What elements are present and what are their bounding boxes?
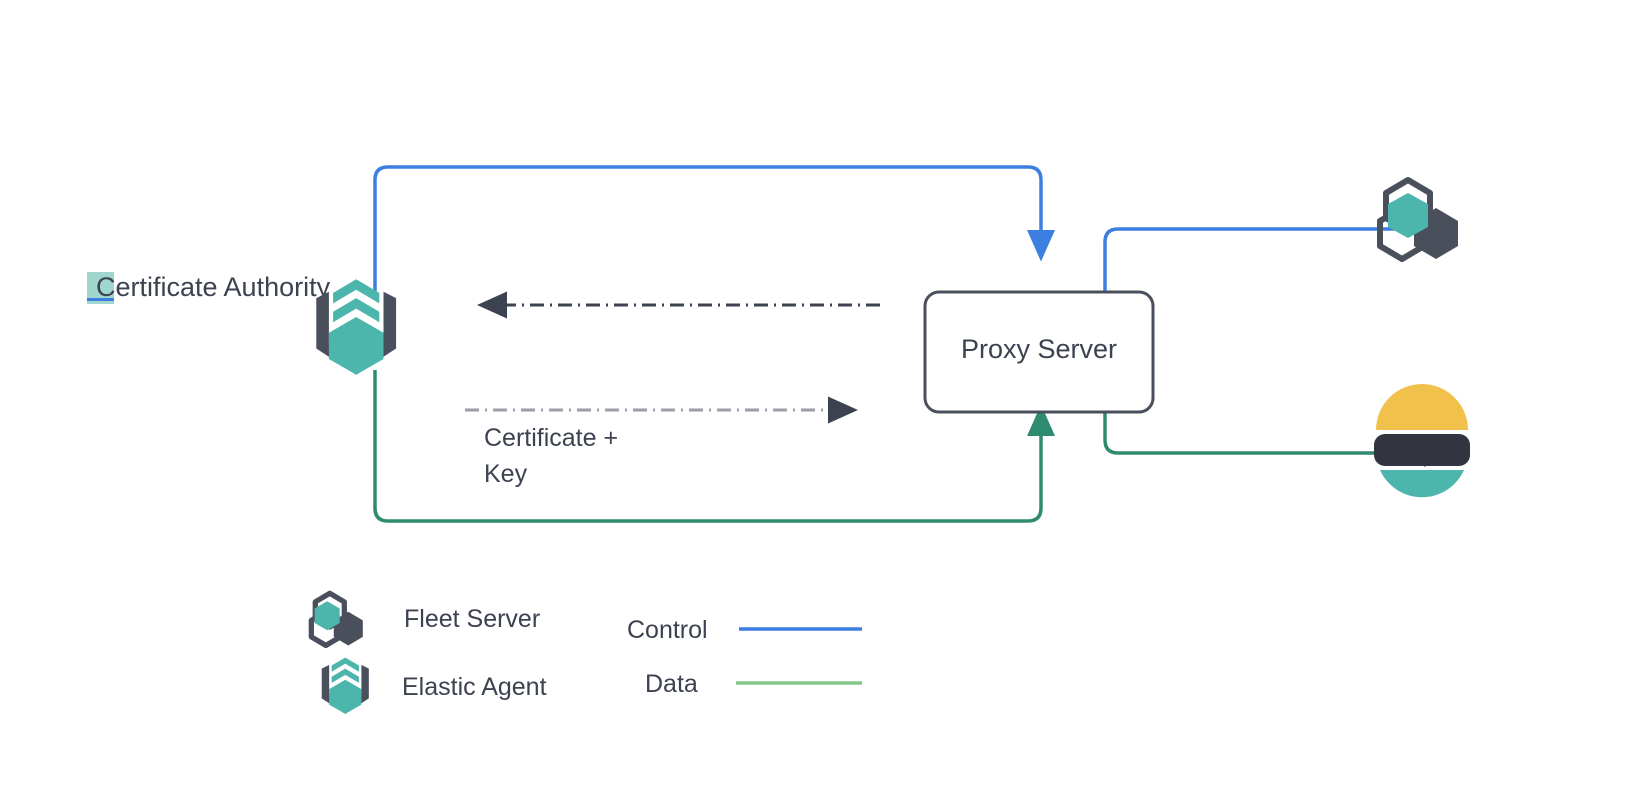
- legend: Fleet Server Elastic Agent Control Data: [308, 590, 862, 714]
- edge-proxy-to-fleet-control: [1103, 215, 1454, 350]
- fleet-server-icon: [1377, 177, 1458, 262]
- legend-item-fleet-server: Fleet Server: [308, 590, 540, 649]
- legend-elastic-agent-label: Elastic Agent: [402, 673, 547, 701]
- edge-agent-to-proxy-control: [373, 165, 1055, 300]
- node-certificate-authority[interactable]: Certificate Authority: [87, 272, 397, 375]
- legend-fleet-server-label: Fleet Server: [404, 605, 540, 633]
- node-proxy-server[interactable]: Proxy Server: [923, 290, 1155, 414]
- edge-agent-to-proxy-data: [373, 370, 1055, 523]
- elastic-agent-icon: [321, 657, 369, 714]
- proxy-server-label: Proxy Server: [961, 334, 1117, 364]
- elastic-agent-icon: [316, 279, 397, 375]
- certificate-key-label-line1: Certificate +: [484, 424, 618, 452]
- certificate-key-label-line2: Key: [484, 460, 528, 488]
- certificate-authority-underline: [87, 298, 114, 301]
- certificate-authority-label: Certificate Authority: [96, 272, 331, 302]
- edge-proxy-to-elasticsearch-data: [1103, 350, 1456, 467]
- legend-item-control: Control: [627, 616, 862, 644]
- legend-item-data: Data: [645, 670, 862, 698]
- legend-control-label: Control: [627, 616, 708, 644]
- edge-ca-to-proxy-certificate: Certificate + Key: [465, 396, 858, 488]
- elasticsearch-icon: [1374, 384, 1470, 498]
- legend-data-label: Data: [645, 670, 698, 698]
- legend-item-elastic-agent: Elastic Agent: [321, 657, 547, 714]
- fleet-server-icon: [308, 590, 363, 649]
